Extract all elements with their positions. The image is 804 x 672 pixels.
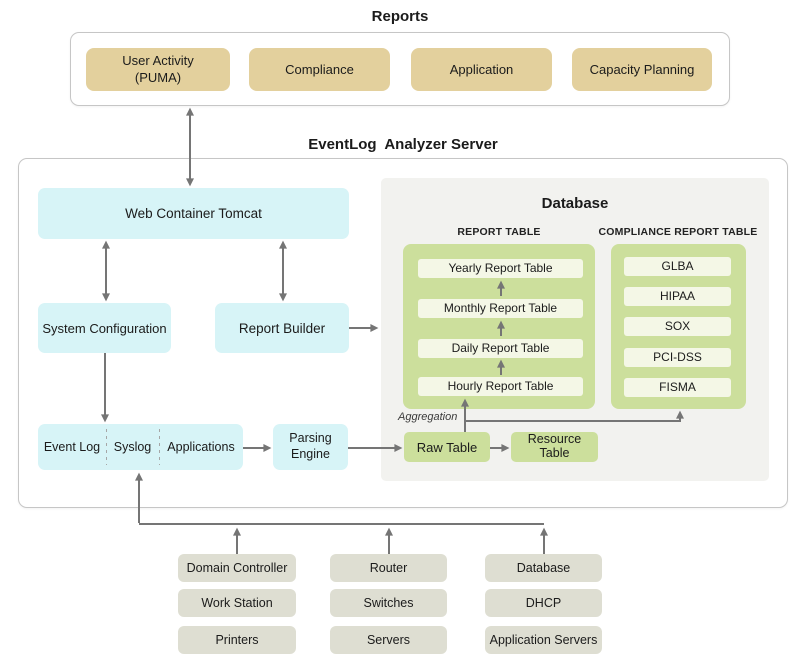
- reports-group-title: Reports: [371, 8, 429, 25]
- log-input-syslog: Syslog: [113, 440, 152, 454]
- parsing-engine-box: Parsing Engine: [273, 424, 348, 470]
- report-button-application: Application: [411, 48, 552, 91]
- compliance-glba-box: GLBA: [624, 257, 731, 276]
- source-servers: Servers: [330, 626, 447, 654]
- source-printers: Printers: [178, 626, 296, 654]
- hourly-report-table-box: Hourly Report Table: [418, 377, 583, 396]
- source-dhcp: DHCP: [485, 589, 602, 617]
- web-container-tomcat-box: Web Container Tomcat: [38, 188, 349, 239]
- aggregation-label: Aggregation: [398, 411, 458, 423]
- raw-table-box: Raw Table: [404, 432, 490, 462]
- log-input-divider: [106, 429, 107, 465]
- source-switches: Switches: [330, 589, 447, 617]
- yearly-report-table-box: Yearly Report Table: [418, 259, 583, 278]
- report-button-compliance: Compliance: [249, 48, 390, 91]
- log-input-divider: [159, 429, 160, 465]
- source-domain-controller: Domain Controller: [178, 554, 296, 582]
- database-title: Database: [541, 195, 609, 212]
- resource-table-box: Resource Table: [511, 432, 598, 462]
- compliance-fisma-box: FISMA: [624, 378, 731, 397]
- report-button-user-activity-puma: User Activity (PUMA): [86, 48, 230, 91]
- log-input-bar: Event Log Syslog Applications: [38, 424, 243, 470]
- compliance-hipaa-box: HIPAA: [624, 287, 731, 306]
- report-table-label: REPORT TABLE: [457, 226, 541, 238]
- source-application-servers: Application Servers: [485, 626, 602, 654]
- log-input-event-log: Event Log: [43, 440, 101, 454]
- compliance-pci-dss-box: PCI-DSS: [624, 348, 731, 367]
- report-button-capacity-planning: Capacity Planning: [572, 48, 712, 91]
- compliance-sox-box: SOX: [624, 317, 731, 336]
- source-work-station: Work Station: [178, 589, 296, 617]
- source-router: Router: [330, 554, 447, 582]
- monthly-report-table-box: Monthly Report Table: [418, 299, 583, 318]
- log-input-applications: Applications: [167, 440, 235, 454]
- source-database: Database: [485, 554, 602, 582]
- report-builder-box: Report Builder: [215, 303, 349, 353]
- compliance-report-table-label: COMPLIANCE REPORT TABLE: [598, 226, 758, 238]
- system-configuration-box: System Configuration: [38, 303, 171, 353]
- server-group-title: EventLog Analyzer Server: [308, 136, 498, 153]
- daily-report-table-box: Daily Report Table: [418, 339, 583, 358]
